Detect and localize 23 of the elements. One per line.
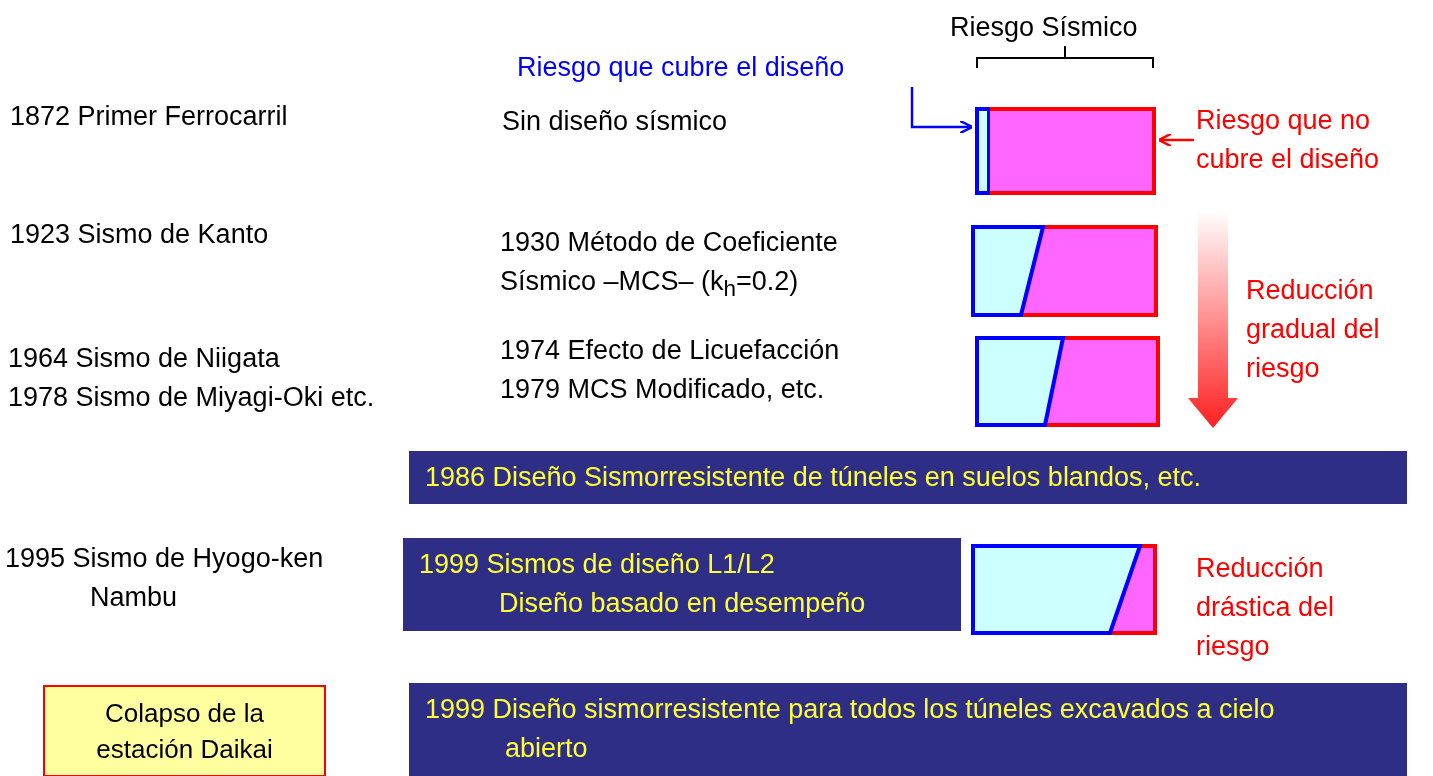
callout-text: Riesgo que cubre el diseño	[517, 48, 917, 87]
bracket-label: Riesgo Sísmico	[950, 11, 1139, 44]
band-text: Diseño basado en desempeño	[498, 587, 867, 620]
timeline-text: Reducción drástica del riesgo	[1196, 552, 1336, 663]
uncovered-risk-segment	[990, 107, 1156, 195]
timeline-text: 1995 Sismo de Hyogo-ken Nambu	[5, 542, 325, 614]
design-standard-band: 1999 Diseño sismorresistente para todos los túneles excavados a cielo abierto	[409, 683, 1407, 776]
timeline-text: 1923 Sismo de Kanto	[10, 218, 270, 251]
timeline-text: 1978 Sismo de Miyagi-Oki etc.	[8, 381, 376, 414]
design-standard-band: 1986 Diseño Sismorresistente de túneles en suelos blandos, etc.	[409, 451, 1407, 504]
event-box: Colapso de la estación Daikai	[43, 685, 326, 776]
timeline-text: 1979 MCS Modificado, etc.	[500, 373, 826, 406]
callout-text: Riesgo que no cubre el diseño	[1196, 101, 1421, 179]
timeline-text: 1964 Sismo de Niigata	[8, 342, 281, 375]
timeline-text: 1872 Primer Ferrocarril	[10, 100, 289, 133]
covered-risk-segment	[975, 107, 991, 195]
timeline-text: Reducción gradual del riesgo	[1246, 274, 1381, 385]
timeline-text: Sin diseño sísmico	[502, 105, 729, 138]
band-text: 1999 Sismos de diseño L1/L2	[419, 548, 776, 581]
timeline-text: 1974 Efecto de Licuefacción	[500, 334, 841, 367]
leader-line	[910, 87, 974, 135]
leader-line	[1157, 132, 1194, 148]
timeline-text: 1930 Método de Coeficiente Sísmico –MCS– (k$_{h}$=0.2)	[500, 226, 839, 304]
